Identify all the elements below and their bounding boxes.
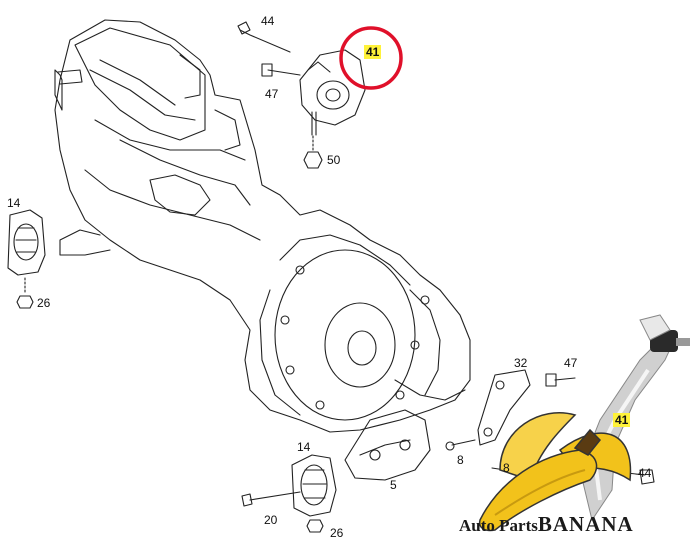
callout-8-a: 8 bbox=[457, 453, 464, 467]
left-engine-mount bbox=[7, 209, 46, 276]
callout-41-right: 41 bbox=[613, 413, 631, 427]
callout-44-top: 44 bbox=[261, 14, 275, 28]
highlight-circle bbox=[339, 26, 403, 90]
top-engine-mount bbox=[299, 49, 366, 126]
callout-5: 5 bbox=[390, 478, 397, 492]
bell-housing bbox=[274, 249, 416, 421]
bottom-engine-mount bbox=[291, 454, 337, 517]
callout-50: 50 bbox=[327, 153, 341, 167]
bracket-5 bbox=[344, 409, 431, 481]
callout-44-right: 44 bbox=[638, 466, 652, 480]
callout-14-bottom: 14 bbox=[297, 440, 311, 454]
callout-14-left: 14 bbox=[7, 196, 21, 210]
bracket-32 bbox=[477, 369, 531, 446]
callout-41-top: 41 bbox=[364, 45, 382, 59]
callout-8-b: 8 bbox=[503, 461, 510, 475]
banana-logo bbox=[478, 412, 632, 532]
watermark-part1: Auto Parts bbox=[459, 516, 538, 535]
callout-26-left: 26 bbox=[37, 296, 51, 310]
watermark-part2: BANANA bbox=[537, 512, 634, 536]
engine-block bbox=[54, 19, 471, 433]
callout-20: 20 bbox=[264, 513, 278, 527]
callout-32: 32 bbox=[514, 356, 528, 370]
callout-47-top: 47 bbox=[265, 87, 279, 101]
watermark: Auto PartsBANANA bbox=[459, 512, 634, 537]
callout-26-bottom: 26 bbox=[330, 526, 344, 540]
callout-47-right: 47 bbox=[564, 356, 578, 370]
torque-strut-image bbox=[579, 314, 690, 522]
